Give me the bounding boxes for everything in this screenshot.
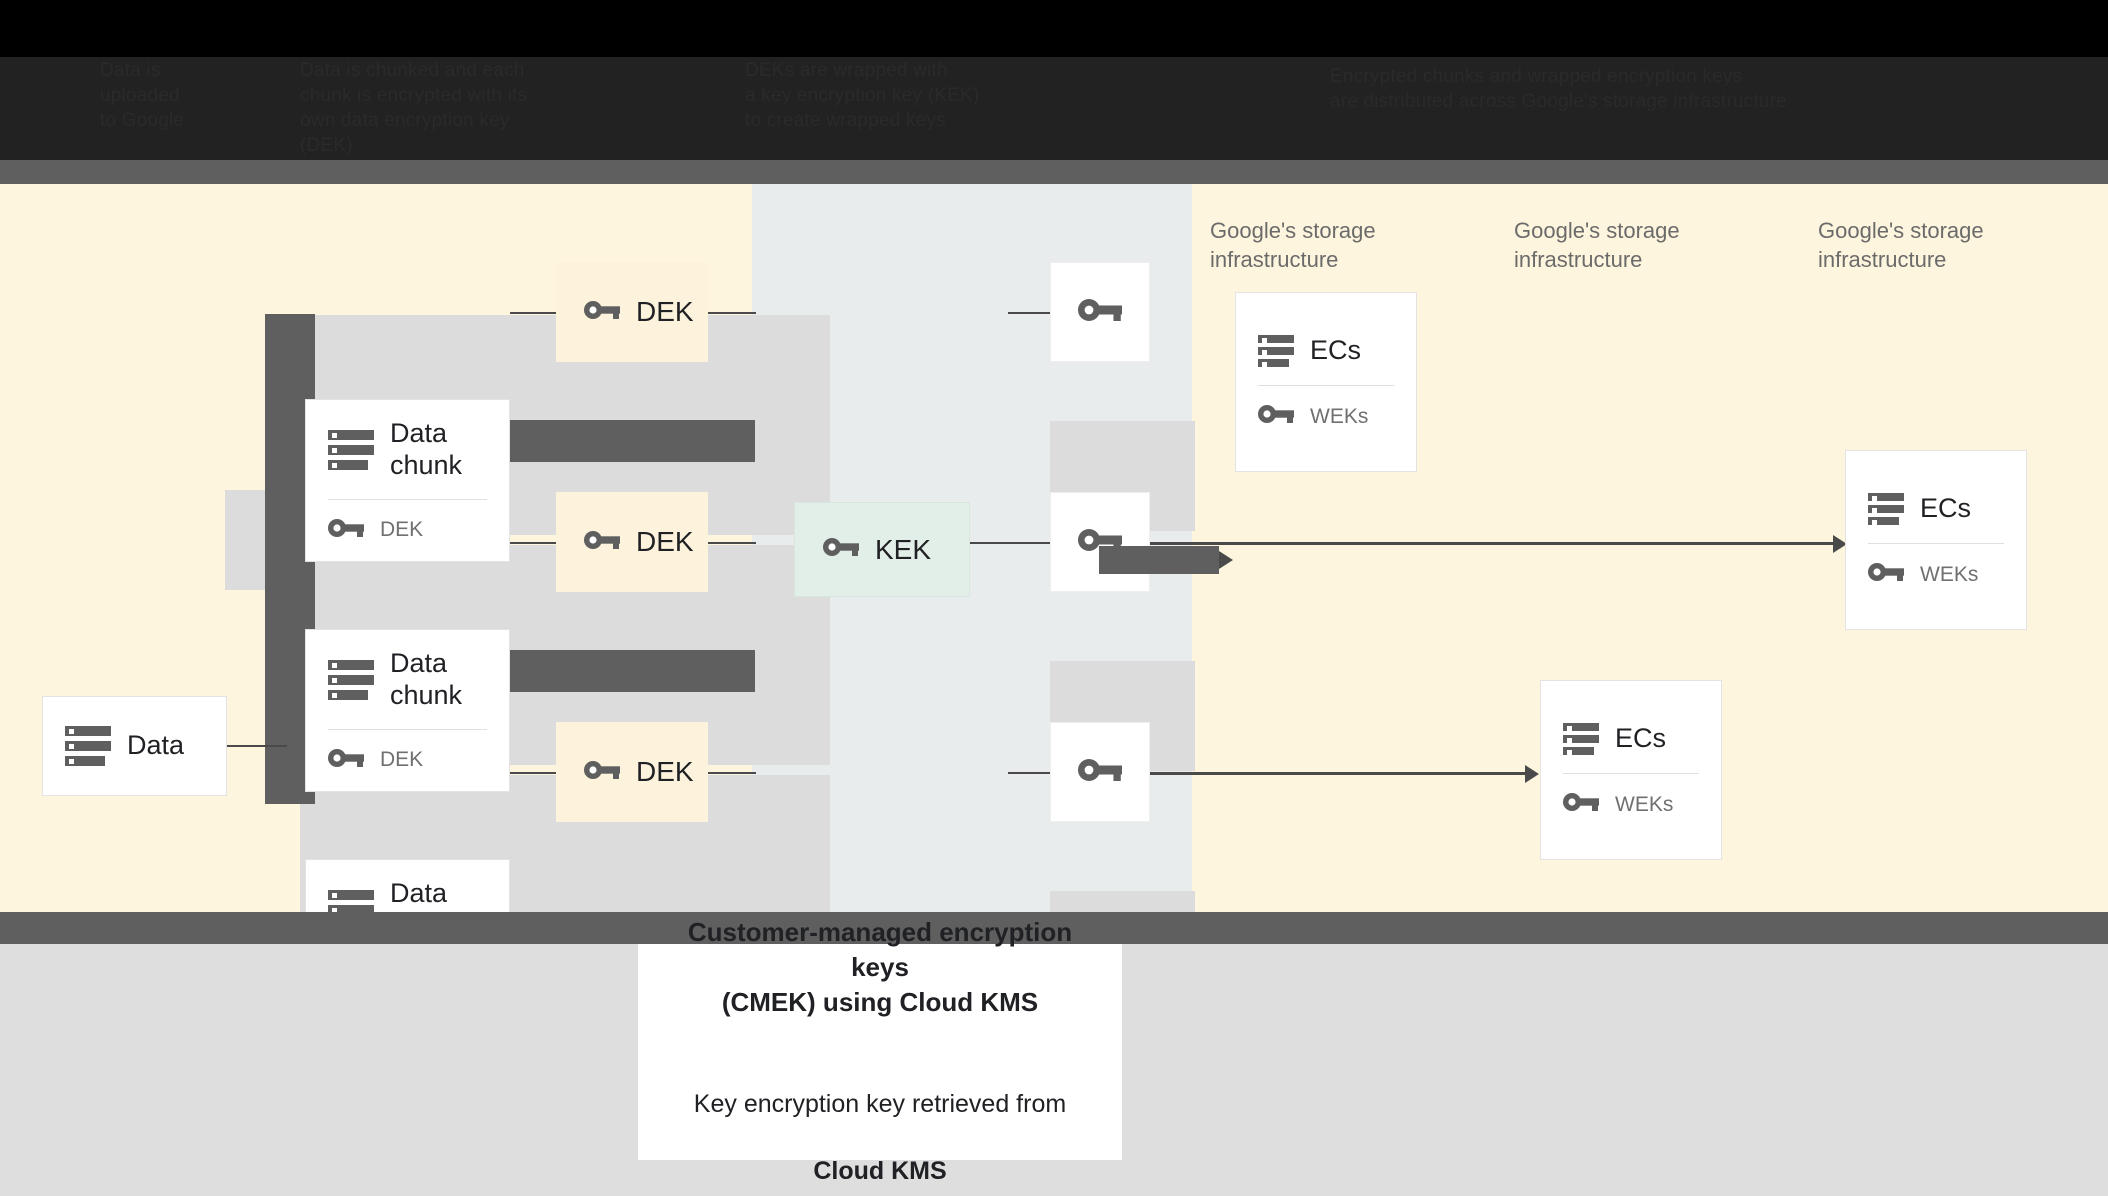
dek-box-2[interactable]: DEK (556, 492, 708, 592)
connector-kek-to-wrapped-2 (970, 542, 1056, 544)
dek-3-label: DEK (636, 756, 694, 787)
caption-body: Key encryption key retrieved from Cloud … (694, 1054, 1066, 1189)
arrow-line-row-2 (1150, 542, 1835, 545)
ecs-2-key-row: WEKs (1846, 562, 2026, 587)
wrapped-key-card-2[interactable] (1050, 492, 1150, 592)
ecs-3-title: ECs (1615, 723, 1667, 754)
chunk-2-key-label: DEK (380, 748, 424, 772)
key-icon (1868, 562, 1904, 587)
kek-label: KEK (875, 533, 932, 565)
chunk-2-title: Data chunk (390, 648, 463, 710)
ecs-2-title-row: ECs (1846, 493, 2026, 525)
dek-1-label: DEK (636, 296, 694, 327)
arrow-line-row-3 (1150, 772, 1527, 775)
key-icon (584, 760, 620, 785)
chunk-1-divider (328, 498, 487, 500)
banner-step-2-text: Data is chunked and each chunk is encryp… (300, 60, 528, 156)
chunk-1-key-label: DEK (380, 518, 424, 542)
connector-data-to-fork (227, 745, 287, 747)
chunk-1-title: Data chunk (390, 418, 463, 480)
ecs-2-divider (1868, 543, 2004, 544)
key-icon (328, 748, 364, 773)
dek-box-3[interactable]: DEK (556, 722, 708, 822)
caption-title: Customer-managed encryption keys (CMEK) … (687, 916, 1073, 1018)
chunk-2-key-row: DEK (306, 748, 509, 773)
key-icon (328, 518, 364, 543)
key-icon (1078, 527, 1122, 558)
server-icon (1563, 723, 1599, 755)
data-source-row: Data (43, 726, 226, 766)
connector-dek2-out (708, 542, 756, 544)
connector-to-wrapped-1 (1008, 312, 1056, 314)
server-icon (1868, 493, 1904, 525)
wrapped-key-card-1[interactable] (1050, 262, 1150, 362)
ecs-3-title-row: ECs (1541, 723, 1721, 755)
ecs-1-title-row: ECs (1236, 335, 1416, 367)
banner-strip (0, 57, 2108, 160)
ecs-1-key-label: WEKs (1310, 404, 1369, 428)
server-icon (65, 726, 111, 766)
ecs-1-key-row: WEKs (1236, 404, 1416, 429)
key-icon (823, 537, 859, 562)
ecs-2-title: ECs (1920, 493, 1972, 524)
data-chunk-card-1[interactable]: Data chunk DEK (305, 399, 510, 562)
storage-label-1: Google's storage infrastructure (1210, 218, 1376, 273)
caption-body-line1: Key encryption key retrieved from (693, 1089, 1067, 1118)
server-icon (328, 659, 374, 700)
wrapped-key-card-3[interactable] (1050, 722, 1150, 822)
arrowhead-row-3 (1525, 765, 1539, 783)
data-chunk-card-2[interactable]: Data chunk DEK (305, 629, 510, 792)
chunk-2-title-row: Data chunk (306, 648, 509, 710)
dek-2-label: DEK (636, 526, 694, 557)
storage-label-2: Google's storage infrastructure (1514, 218, 1680, 273)
server-icon (328, 429, 374, 470)
dek-box-1[interactable]: DEK (556, 262, 708, 362)
banner-step-3-text: DEKs are wrapped with a key encryption k… (745, 60, 980, 131)
data-source-label: Data (127, 730, 185, 761)
chunk-2-divider (328, 728, 487, 730)
ecs-3-key-label: WEKs (1615, 792, 1674, 816)
banner-step-4-text: Encrypted chunks and wrapped encryption … (1330, 66, 1787, 112)
diagram-canvas: Data Data chunk DEK Data chunk (0, 184, 2108, 1022)
chunk-1-title-row: Data chunk (306, 418, 509, 480)
arrowhead-row-2 (1833, 535, 1847, 553)
caption-body-line2: Cloud KMS (813, 1157, 947, 1186)
ecs-1-title: ECs (1310, 335, 1362, 366)
chunk-1-key-row: DEK (306, 518, 509, 543)
connector-chunk2-to-dek2 (510, 542, 558, 544)
banner-divider (0, 160, 2108, 184)
storage-card-1[interactable]: ECs WEKs (1235, 292, 1417, 472)
bottom-divider (0, 912, 2108, 944)
ecs-2-key-label: WEKs (1920, 562, 1979, 586)
arrow-bar-row-1 (1099, 546, 1219, 574)
connector-chunk3-to-dek3 (510, 772, 558, 774)
storage-label-3: Google's storage infrastructure (1818, 218, 1984, 273)
connector-dek3-out (708, 772, 756, 774)
connector-to-wrapped-3 (1008, 772, 1056, 774)
caption-box: Customer-managed encryption keys (CMEK) … (638, 917, 1122, 1185)
banner-step-1-text: Data is uploaded to Google (100, 60, 185, 131)
storage-card-3[interactable]: ECs WEKs (1540, 680, 1722, 860)
storage-card-2[interactable]: ECs WEKs (1845, 450, 2027, 630)
connector-chunk1-to-dek1 (510, 312, 558, 314)
server-icon (1258, 335, 1294, 367)
connector-dek1-out (708, 312, 756, 314)
key-icon (584, 530, 620, 555)
kek-box[interactable]: KEK (794, 502, 970, 597)
ecs-3-divider (1563, 773, 1699, 774)
key-icon (584, 300, 620, 325)
key-icon (1563, 792, 1599, 817)
ecs-1-divider (1258, 385, 1394, 386)
top-banner: Data is uploaded to Google Data is chunk… (0, 0, 2108, 160)
ecs-3-key-row: WEKs (1541, 792, 1721, 817)
data-source-card[interactable]: Data (42, 696, 227, 796)
arrowhead-row-1 (1219, 551, 1233, 569)
key-icon (1078, 757, 1122, 788)
key-icon (1078, 297, 1122, 328)
key-icon (1258, 404, 1294, 429)
